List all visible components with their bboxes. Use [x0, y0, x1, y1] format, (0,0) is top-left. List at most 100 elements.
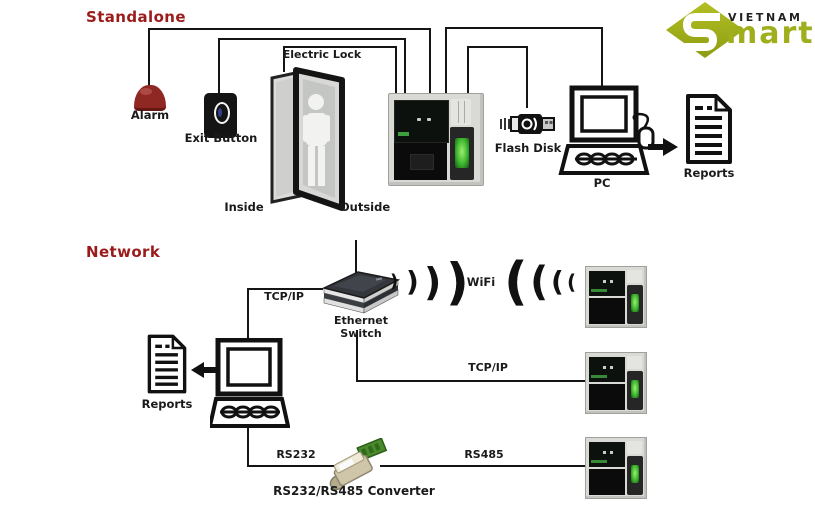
screen-dot — [603, 366, 606, 369]
logo-country-text: VIETNAM — [728, 11, 803, 24]
inside-label: Inside — [224, 200, 264, 214]
wire-exit-up — [218, 38, 220, 93]
arrow-left-icon — [191, 362, 217, 378]
wire-alarm-bus — [148, 28, 431, 30]
device-speaker — [451, 99, 471, 125]
exit-button-icon — [204, 93, 237, 138]
flash-disk-label: Flash Disk — [494, 141, 562, 155]
standalone-section-title: Standalone — [86, 8, 186, 26]
fingerprint-glow — [631, 294, 639, 312]
wire-netpc-up — [247, 288, 249, 339]
pc-icon — [558, 85, 655, 175]
wifi-wave-icon: ) — [390, 271, 399, 292]
rs232-rs485-converter-icon — [329, 438, 388, 490]
access-terminal-wifi — [585, 266, 647, 328]
screen-status-bar — [591, 375, 607, 378]
wifi-label: WiFi — [466, 275, 496, 289]
screen-dot — [417, 118, 421, 121]
fingerprint-sensor — [627, 371, 643, 410]
logo-brand-text: mart — [726, 16, 815, 51]
device-keypad — [394, 143, 447, 180]
arrow-right-icon — [648, 138, 678, 156]
speaker-slot — [464, 101, 465, 123]
screen-dot — [610, 280, 613, 283]
rs232-label: RS232 — [276, 448, 316, 461]
electric-lock-label: Electric Lock — [282, 48, 362, 61]
wire-tcpip-2 — [356, 380, 585, 382]
pc-icon — [210, 338, 290, 428]
wire-exit-drop — [404, 38, 406, 93]
door-icon — [270, 67, 345, 211]
exit-button-lens — [218, 108, 222, 117]
wire-rs485 — [380, 465, 585, 467]
wifi-wave-icon: ) — [424, 260, 442, 304]
terminal-keypad — [589, 384, 625, 410]
screen-dot — [610, 366, 613, 369]
screen-status-bar — [398, 132, 409, 136]
wire-rs232 — [247, 465, 335, 467]
wire-flash-down — [526, 46, 528, 108]
document-lines — [695, 106, 722, 155]
fingerprint-sensor — [450, 127, 474, 180]
document-lines — [155, 344, 178, 386]
terminal-speaker — [627, 270, 642, 283]
terminal-speaker — [627, 441, 642, 454]
tcpip-label-2: TCP/IP — [468, 361, 508, 374]
access-terminal-tcpip — [585, 352, 647, 414]
wifi-wave-icon: ( — [530, 259, 549, 305]
reports-document-icon — [147, 334, 187, 394]
network-section-title: Network — [86, 243, 161, 261]
exit-button-label: Exit Button — [184, 131, 258, 145]
logo-diamond-icon — [666, 2, 744, 58]
fingerprint-sensor — [627, 456, 643, 495]
outside-label: Outside — [339, 200, 391, 214]
screen-dot — [610, 451, 613, 454]
alarm-icon — [134, 85, 166, 111]
network-reports-label: Reports — [141, 397, 193, 411]
converter-label: RS232/RS485 Converter — [273, 484, 435, 498]
wifi-wave-icon: ) — [446, 253, 469, 311]
wire-netpc-down — [247, 428, 249, 467]
wire-switch-antenna — [355, 240, 357, 274]
keyboard-keys-pattern — [220, 405, 280, 419]
wire-exit-bus — [218, 38, 406, 40]
alarm-highlight — [140, 88, 152, 95]
wifi-wave-icon: ( — [504, 252, 528, 312]
terminal-screen — [589, 442, 625, 467]
mouse-icon — [632, 112, 655, 150]
screen-dot — [427, 118, 431, 121]
screen-status-bar — [591, 289, 607, 292]
fingerprint-glow — [631, 465, 639, 483]
ethernet-switch-icon — [321, 271, 401, 314]
fingerprint-glow — [631, 380, 639, 398]
wire-pc-down — [601, 27, 603, 87]
wire-flash-bus — [467, 46, 528, 48]
screen-status-bar — [591, 460, 607, 463]
ethernet-switch-label: Ethernet Switch — [333, 314, 389, 340]
alarm-label: Alarm — [130, 108, 170, 122]
terminal-screen — [589, 271, 625, 296]
wire-alarm-drop — [429, 28, 431, 93]
exit-button-ring — [214, 102, 230, 124]
reports-label: Reports — [683, 166, 735, 180]
speaker-slot — [458, 101, 459, 123]
keyboard-keys-pattern — [575, 152, 637, 166]
wire-pc-drop — [445, 27, 447, 93]
screen-dot — [603, 451, 606, 454]
wifi-wave-icon: ( — [551, 265, 564, 298]
pc-label: PC — [593, 176, 611, 190]
wire-switch-down — [356, 330, 358, 382]
terminal-keypad — [589, 298, 625, 324]
screen-dot — [603, 280, 606, 283]
wire-lock-drop — [395, 46, 397, 93]
terminal-speaker — [627, 356, 642, 369]
wire-lock-up — [283, 46, 285, 72]
access-terminal-rs485 — [585, 437, 647, 499]
wire-pc-bus — [445, 27, 603, 29]
terminal-keypad — [589, 469, 625, 495]
wire-tcpip-1 — [247, 288, 323, 290]
wire-alarm-up — [148, 28, 150, 88]
fingerprint-sensor — [627, 285, 643, 324]
reports-document-icon — [686, 94, 732, 164]
converter-body — [329, 451, 373, 490]
